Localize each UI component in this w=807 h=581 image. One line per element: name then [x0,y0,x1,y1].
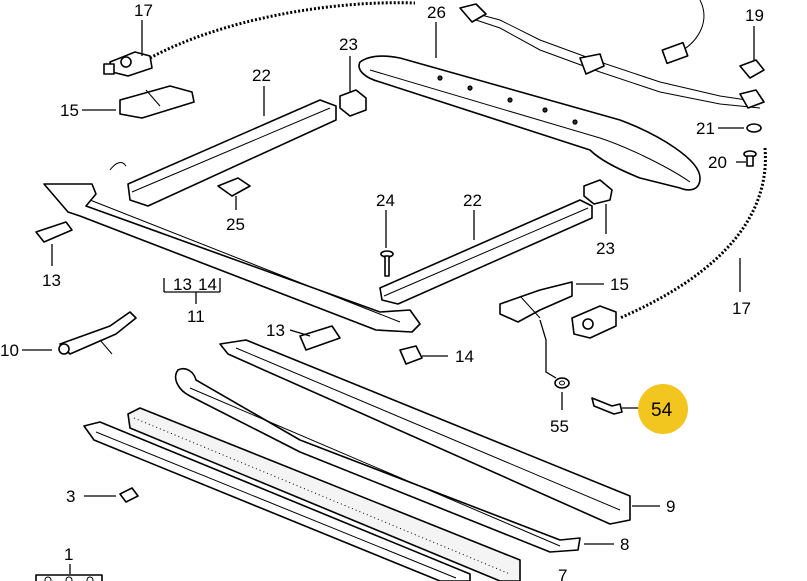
wire-harness-a [469,11,761,103]
screw-3 [119,487,139,503]
wire-harness-b [469,17,761,109]
highlight-badge-54 [638,384,688,434]
seal-dotted-strip [127,407,521,581]
leader-lines [22,20,755,574]
callout-23-lower[interactable]: 23 [596,239,615,258]
guide-block-15-upper [119,85,195,119]
lever-10 [58,311,137,355]
washer-55 [554,377,570,389]
guide-block-15-lower [499,281,573,323]
callout-23-upper[interactable]: 23 [339,35,358,54]
callout-25[interactable]: 25 [226,215,245,234]
connector-plug [661,41,689,65]
callout-1[interactable]: 1 [64,545,73,564]
guide-piece-25 [217,177,251,197]
deflector-slat-22-upper [127,99,337,207]
wire-terminal-right [739,89,765,109]
bolt-20 [743,150,757,167]
harness-clip [579,53,605,75]
callout-22-upper[interactable]: 22 [252,66,271,85]
cable-guide-right [571,305,617,339]
callout-7[interactable]: 7 [558,566,567,581]
slide-clip-13-lower [299,325,341,351]
callout-14-lower[interactable]: 14 [455,347,474,366]
callout-3[interactable]: 3 [66,487,75,506]
washer-21 [746,123,762,133]
cable-guide-upper-left [103,51,153,77]
callout-8[interactable]: 8 [620,535,629,554]
drive-cable-upper [149,1,416,60]
callout-13-left[interactable]: 13 [42,271,61,290]
drive-cable-right [619,147,767,320]
callout-9[interactable]: 9 [666,497,675,516]
callout-20[interactable]: 20 [708,153,727,172]
callout-10[interactable]: 10 [0,341,19,360]
callout-13-group[interactable]: 13 [173,275,192,294]
callout-54[interactable]: 54 [651,400,673,421]
screw-54 [591,397,623,415]
lower-rail-7 [83,421,471,581]
callout-17-upper[interactable]: 17 [134,1,153,20]
clip-nut-19 [739,59,765,79]
clip-23-upper [339,89,367,117]
deflector-slat-22-lower [379,199,593,305]
screw-24 [380,250,394,277]
wire-terminal-top [459,3,487,23]
fastener-set-1 [35,574,103,581]
callout-22-lower[interactable]: 22 [463,191,482,210]
stop-block-14 [399,345,423,365]
slide-clip-13-upper [35,221,73,243]
callout-15-lower[interactable]: 15 [610,275,629,294]
guide-rail-8 [174,367,581,553]
callout-55[interactable]: 55 [550,417,569,436]
callout-14-group[interactable]: 14 [198,275,217,294]
callout-17-lower[interactable]: 17 [732,299,751,318]
guide-rail-26 [358,55,701,191]
seal-strip-9 [219,339,631,525]
callout-13-lower[interactable]: 13 [266,321,285,340]
clip-23-lower [583,179,613,205]
callout-21[interactable]: 21 [696,119,715,138]
callout-15-upper[interactable]: 15 [60,101,79,120]
frame-crossbar-11 [43,162,421,333]
callout-11[interactable]: 11 [187,307,205,326]
callout-19[interactable]: 19 [745,6,764,25]
callout-26[interactable]: 26 [427,3,446,22]
callout-24[interactable]: 24 [376,191,395,210]
